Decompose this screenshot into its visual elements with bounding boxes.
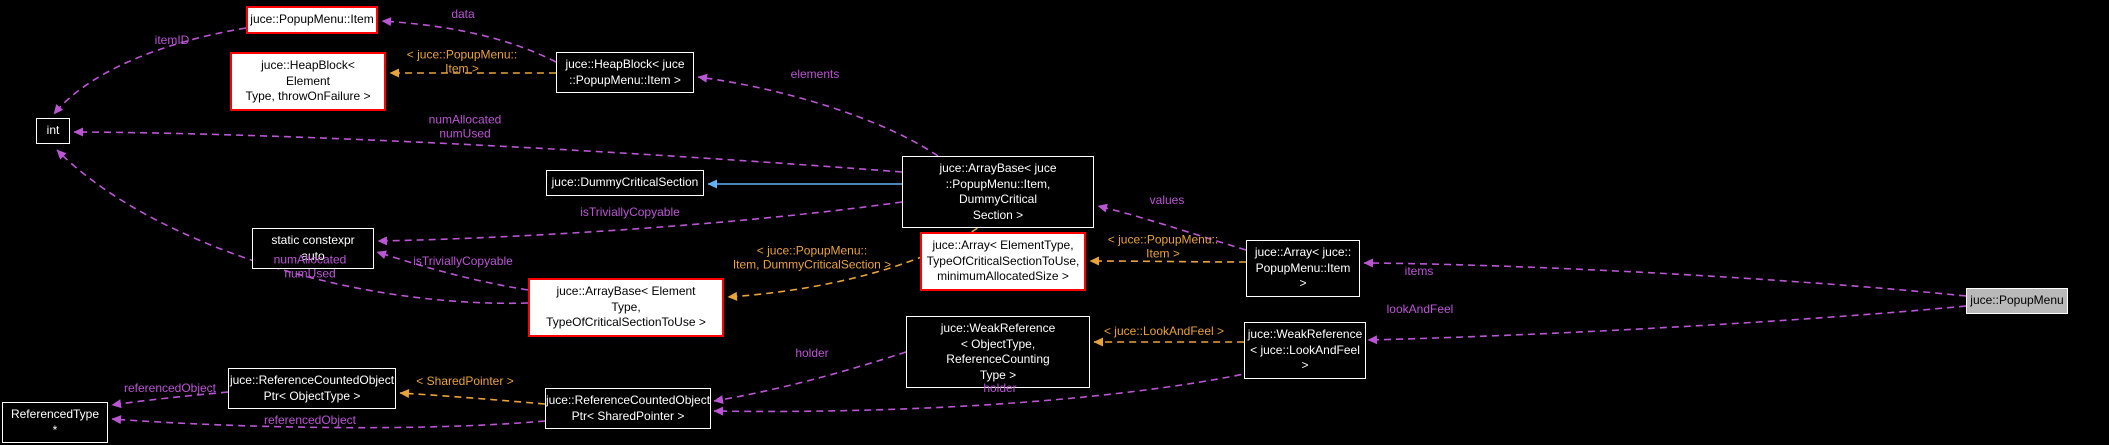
edge-template-arraybase — [727, 212, 997, 301]
edge-holder-left — [713, 351, 907, 404]
edge-numallocated-bottom — [56, 149, 529, 305]
edge-elements — [697, 73, 939, 157]
edge-lookandfeel — [1367, 305, 1967, 345]
node-juce-popupmenu: juce::PopupMenu — [1966, 288, 2068, 314]
edge-referencedobject-bottom — [111, 415, 546, 429]
node-juce-dummycriticalsection[interactable]: juce::DummyCriticalSection — [546, 170, 704, 196]
edge-data — [381, 17, 557, 63]
edge-referencedobject-top — [111, 391, 229, 409]
node-int: int — [36, 118, 70, 144]
edge-holder-right — [713, 363, 1289, 416]
edge-items — [1363, 258, 1967, 297]
edge-template-array — [1089, 256, 1247, 266]
node-juce-arraybase-popupmenu-item[interactable]: juce::ArrayBase< juce ::PopupMenu::Item,… — [902, 156, 1094, 229]
node-juce-weakreference-template[interactable]: juce::WeakReference < ObjectType, Refere… — [906, 316, 1090, 389]
node-juce-arraybase-template[interactable]: juce::ArrayBase< Element Type, TypeOfCri… — [528, 278, 724, 337]
node-juce-array-template[interactable]: juce::Array< ElementType, TypeOfCritical… — [920, 232, 1086, 291]
node-referencedtype-pointer: ReferencedType * — [2, 402, 108, 444]
edge-template-sharedpointer — [399, 389, 546, 405]
edge-istriviallycopyable-top — [377, 201, 903, 246]
node-juce-heapblock-popupmenu-item[interactable]: juce::HeapBlock< juce ::PopupMenu::Item … — [556, 52, 694, 94]
node-juce-popupmenu-item[interactable]: juce::PopupMenu::Item — [246, 6, 378, 34]
edge-itemid — [53, 27, 247, 115]
node-juce-referencecountedobjectptr-objecttype[interactable]: juce::ReferenceCountedObject Ptr< Object… — [228, 368, 396, 410]
node-juce-weakreference-lookandfeel[interactable]: juce::WeakReference < juce::LookAndFeel … — [1244, 322, 1366, 379]
edge-values — [1097, 203, 1247, 251]
edge-numallocated-top — [73, 127, 903, 173]
edge-istriviallycopyable-bottom — [376, 250, 529, 291]
node-juce-heapblock-template[interactable]: juce::HeapBlock< Element Type, throwOnFa… — [230, 52, 386, 111]
node-juce-referencecountedobjectptr-sharedpointer[interactable]: juce::ReferenceCountedObject Ptr< Shared… — [545, 388, 711, 430]
node-static-constexpr-auto: static constexpr auto — [252, 228, 374, 270]
node-juce-array-popupmenu-item[interactable]: juce::Array< juce:: PopupMenu::Item > — [1246, 240, 1360, 297]
